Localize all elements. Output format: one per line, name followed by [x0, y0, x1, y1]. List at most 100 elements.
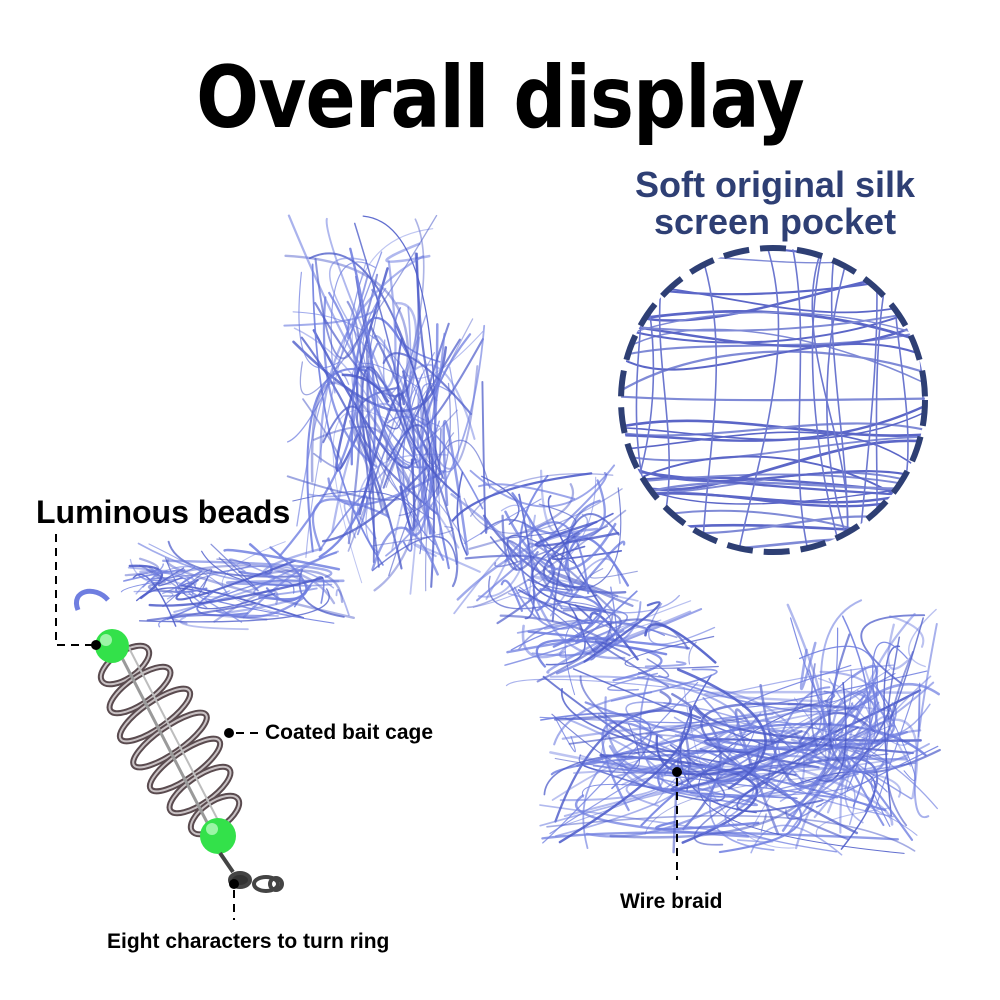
net-strand	[504, 510, 617, 571]
zoom-strand	[736, 248, 780, 552]
net-strand	[808, 669, 838, 750]
net-strand	[698, 703, 905, 854]
zoom-caption-line-2: screen pocket	[653, 201, 897, 242]
net-strand	[551, 704, 892, 801]
net-strand	[402, 373, 436, 545]
net-strand	[146, 602, 256, 622]
net-strand	[189, 592, 276, 610]
net-strand	[787, 761, 894, 818]
net-strand	[908, 608, 937, 668]
net-strand	[581, 783, 720, 798]
net-strand	[648, 603, 716, 645]
zoom-strand	[621, 350, 925, 399]
net-strand	[521, 624, 566, 659]
net-strand	[542, 681, 699, 844]
net-strand	[127, 566, 197, 587]
net-strand	[672, 730, 692, 854]
net-strand	[264, 569, 344, 603]
callout-lines	[55, 534, 678, 920]
net-strand	[138, 564, 181, 597]
label-coated-bait-cage: Coated bait cage	[265, 721, 434, 744]
net-strand	[798, 711, 875, 743]
net-strand	[553, 691, 653, 746]
net-strand	[451, 472, 593, 522]
net-strand	[845, 754, 914, 841]
net-strand	[838, 702, 930, 771]
net-strand	[382, 352, 472, 415]
net-strand	[153, 571, 194, 595]
net-strand	[750, 824, 843, 856]
net-strand	[815, 745, 939, 808]
net-strand	[396, 337, 461, 498]
net-strand	[366, 300, 434, 520]
net-strand	[889, 615, 925, 648]
net-strand	[549, 675, 806, 792]
net-strand	[510, 621, 665, 651]
net-strand	[311, 498, 389, 552]
zoom-strand	[621, 431, 925, 491]
net-strand	[539, 804, 774, 843]
net-strand	[175, 570, 208, 594]
net-strand	[830, 692, 894, 731]
net-strand	[318, 247, 377, 559]
net-strand	[335, 589, 350, 616]
net-strand	[371, 526, 439, 576]
net-strand	[534, 520, 620, 547]
net-strand	[302, 398, 343, 470]
net-strand	[357, 453, 448, 524]
net-strand	[542, 675, 761, 783]
net-strand	[799, 641, 817, 691]
net-strand	[398, 330, 484, 379]
zoom-strand	[830, 248, 849, 552]
net-strand	[689, 791, 798, 800]
net-strand	[204, 597, 335, 624]
net-strand	[798, 645, 878, 792]
net-strand	[532, 588, 626, 660]
net-strand	[148, 580, 186, 594]
zoom-caption: Soft original silk screen pocket	[600, 166, 950, 240]
net-strand	[300, 336, 403, 570]
net-strand	[533, 575, 639, 602]
net-strand	[368, 342, 418, 461]
net-strand	[361, 366, 419, 568]
label-luminous-beads: Luminous beads	[36, 494, 291, 530]
net-strand	[670, 730, 803, 792]
spring-coil	[148, 737, 222, 793]
net-strand	[166, 558, 355, 620]
net-strand	[683, 720, 938, 810]
net-strand	[546, 621, 636, 674]
net-strand	[398, 382, 451, 517]
net-strand	[638, 658, 670, 679]
net-strand	[547, 495, 605, 611]
net-strand	[789, 617, 839, 706]
net-strand	[704, 690, 916, 703]
zoom-strand	[695, 248, 718, 552]
net-strand	[709, 712, 775, 851]
magnifier-circle-icon	[618, 245, 928, 555]
net-strand	[330, 261, 376, 394]
net-strand	[542, 532, 587, 589]
net-strand	[872, 641, 908, 734]
net-strand	[516, 618, 593, 634]
net-strand	[583, 601, 661, 663]
net-strand	[575, 590, 638, 644]
net-strand	[314, 257, 379, 360]
zoom-caption-line-1: Soft original silk	[634, 164, 916, 205]
net-strand	[767, 681, 935, 752]
net-strand	[478, 483, 576, 500]
net-strand	[860, 614, 926, 685]
net-strand	[506, 503, 577, 539]
net-strand	[311, 263, 384, 566]
net-strand	[809, 677, 871, 788]
net-strand	[228, 558, 286, 582]
net-strand	[529, 513, 589, 567]
net-strand	[298, 271, 340, 369]
net-strand	[415, 357, 433, 453]
net-strand	[159, 590, 231, 623]
net-strand	[564, 619, 612, 696]
net-strand	[292, 490, 422, 555]
net-strand	[838, 707, 891, 780]
net-strand	[453, 547, 512, 615]
net-strand	[612, 646, 663, 682]
net-strand	[175, 564, 336, 605]
